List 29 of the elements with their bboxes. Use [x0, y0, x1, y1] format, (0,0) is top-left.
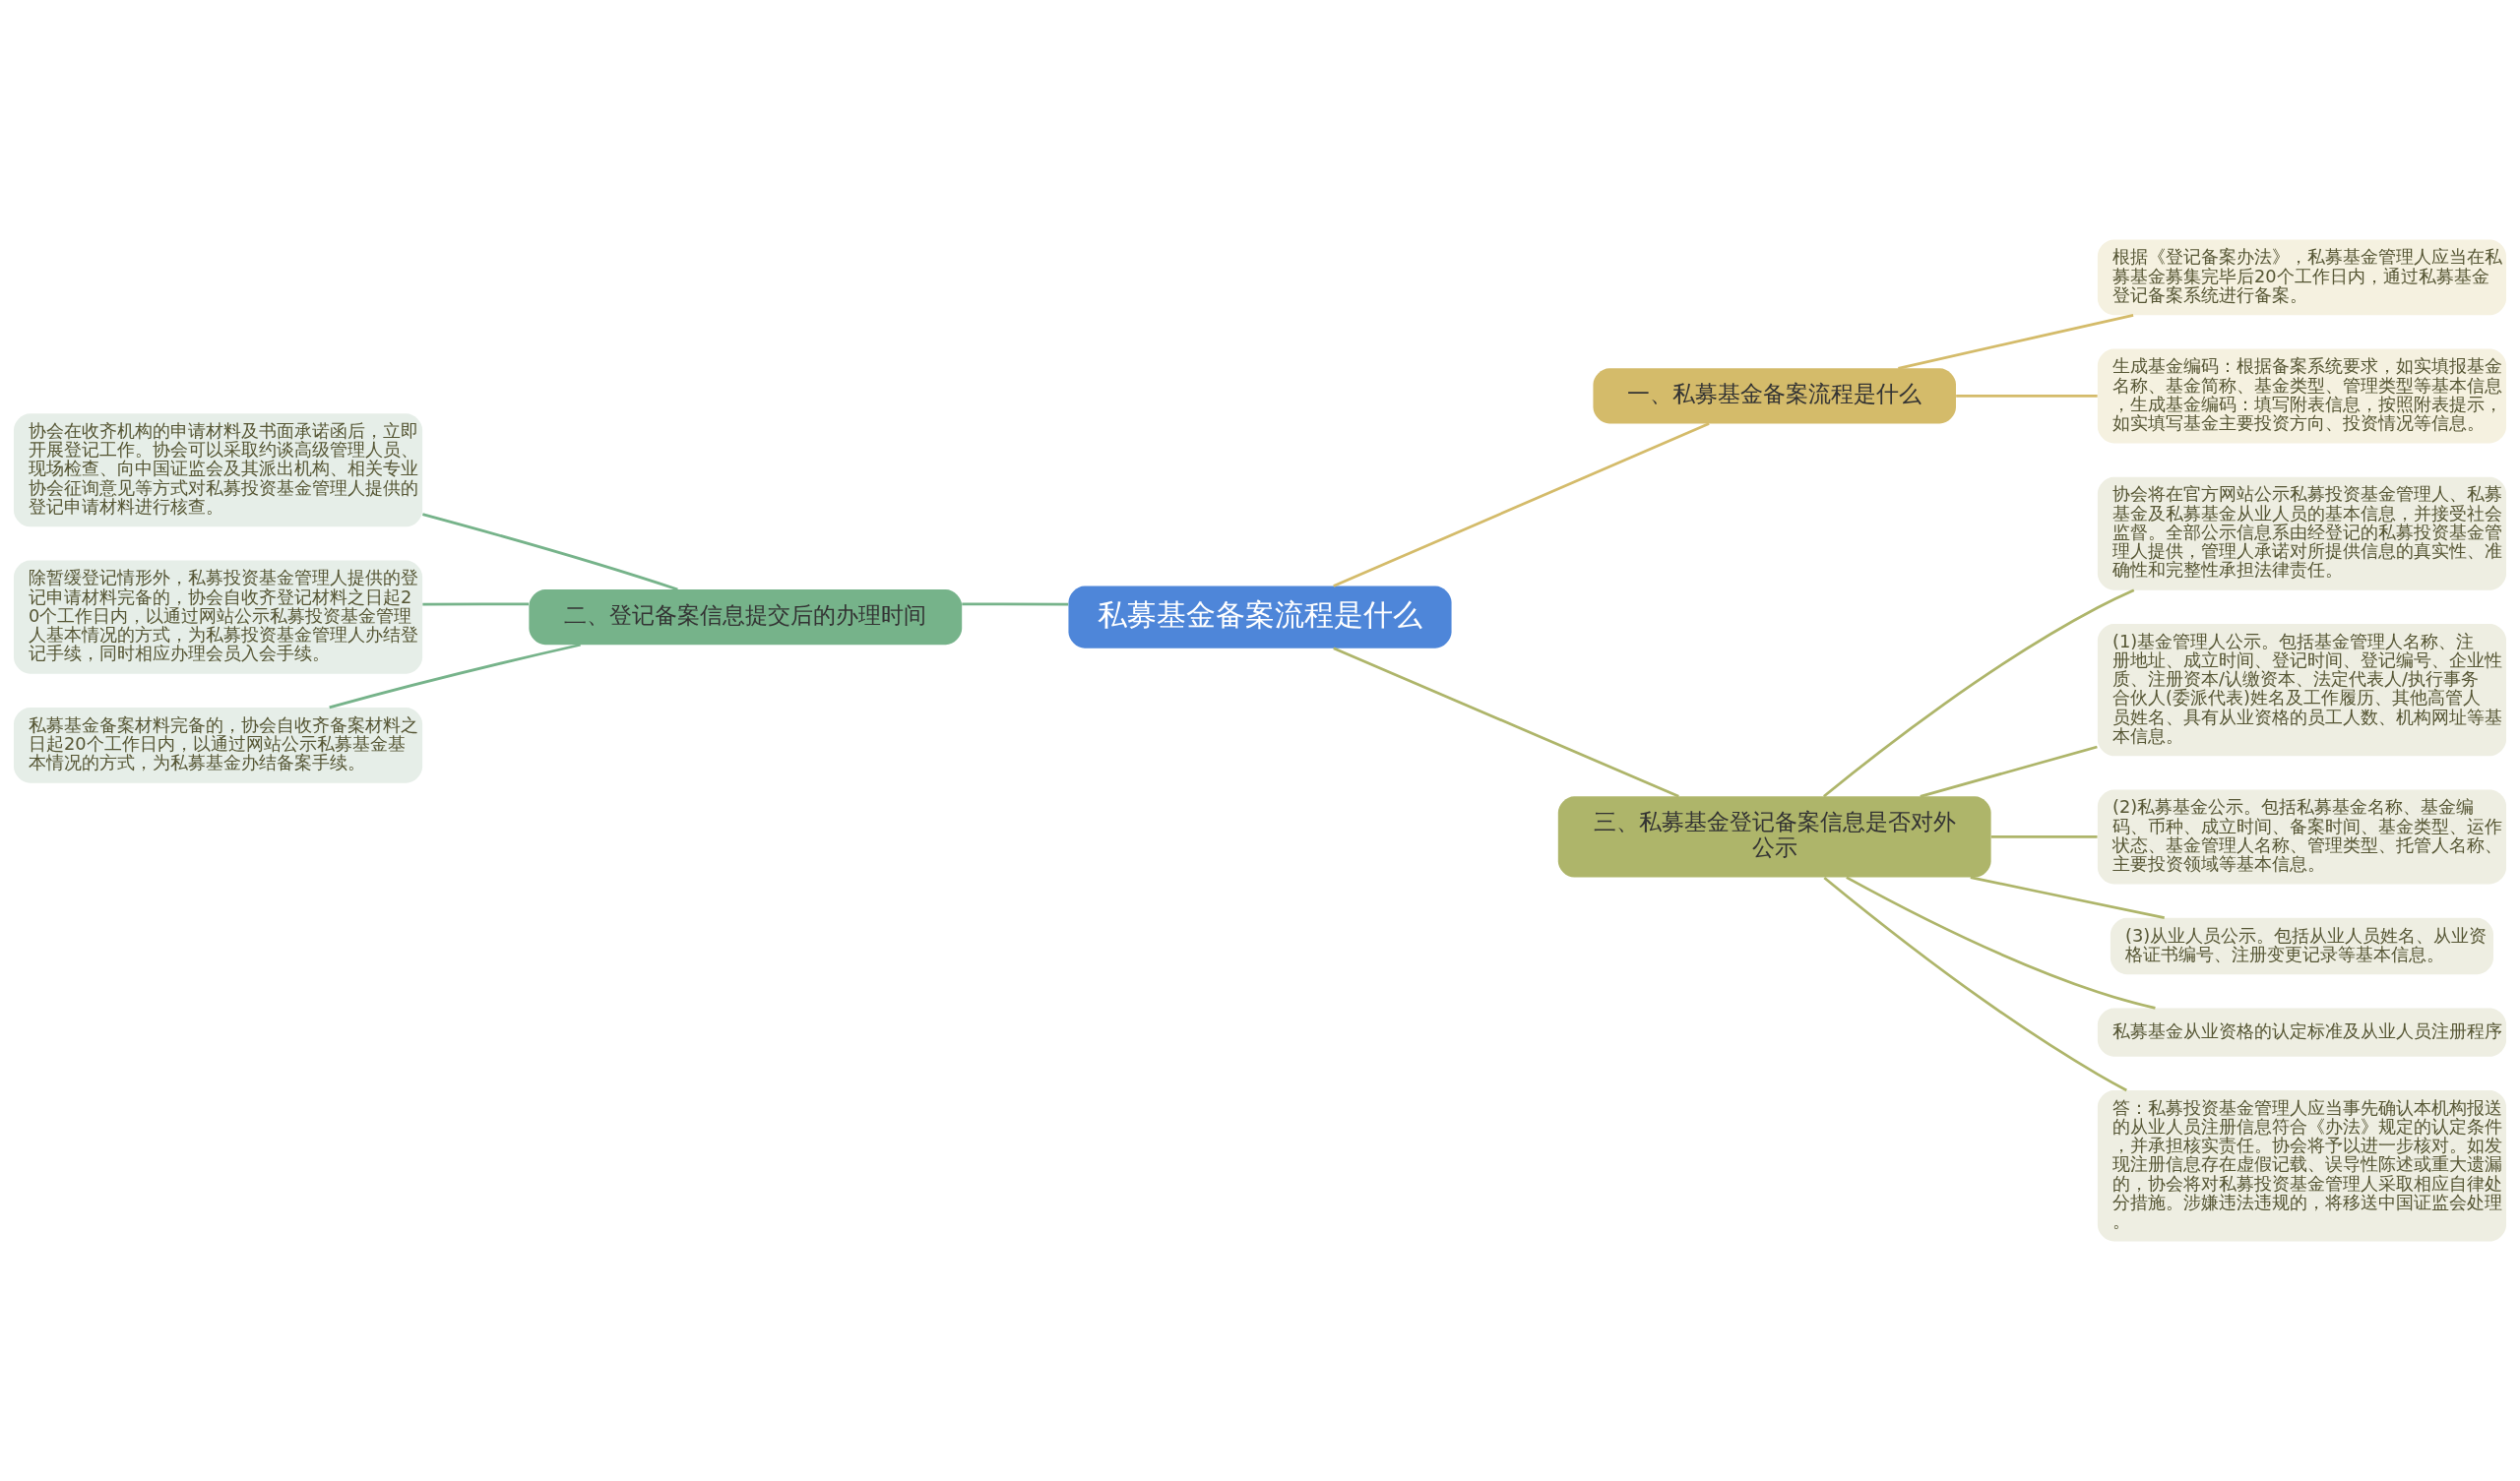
connector: [1920, 745, 2098, 798]
connector: [1956, 395, 2098, 398]
node-box: 除暂缓登记情形外，私募投资基金管理人提供的登记申请材料完备的，协会自收齐登记材料之日起20个工作日内，以通过网站公示私募投资基金管理人基本情况的方式，为私募投资基金管理人办结登记手续，同时相应办理会员入会手续。: [13, 560, 423, 674]
connector: [962, 602, 1069, 606]
node-box: 三、私募基金登记备案信息是否对外公示: [1557, 796, 1991, 878]
connector: [1898, 313, 2134, 370]
connector: [1333, 647, 1679, 798]
node-box: 生成基金编码：根据备案系统要求，如实填报基金名称、基金简称、基金类型、管理类型等基本信息，生成基金编码：填写附表信息，按照附表提示，如实填写基金主要投资方向、投资情况等信息。: [2097, 348, 2507, 444]
connector: [1990, 835, 2098, 838]
node-box: 一、私募基金备案流程是什么: [1593, 368, 1956, 424]
connector: [1823, 876, 2127, 1092]
connector: [422, 513, 678, 591]
node-box: 私募基金从业资格的认定标准及从业人员注册程序: [2097, 1008, 2507, 1057]
node-box: 私募基金备案流程是什么: [1068, 586, 1452, 648]
connector: [422, 602, 529, 606]
node-box: (3)从业人员公示。包括从业人员姓名、从业资格证书编号、注册变更记录等基本信息。: [2110, 917, 2493, 975]
connector: [329, 643, 581, 710]
node-box: 协会在收齐机构的申请材料及书面承诺函后，立即开展登记工作。协会可以采取约谈高级管理人员、现场检查、向中国证监会及其派出机构、相关专业协会征询意见等方式对私募投资基金管理人提供的登记申请材料进行核查。: [13, 413, 423, 527]
node-box: (1)基金管理人公示。包括基金管理人名称、注册地址、成立时间、登记时间、登记编号、企业性质、注册资本/认缴资本、法定代表人/执行事务合伙人(委派代表)姓名及工作履历、其他高管人员姓名、具有从业资格的员工人数、机构网址等基本信息。: [2097, 624, 2507, 757]
node-box: 答：私募投资基金管理人应当事先确认本机构报送的从业人员注册信息符合《办法》规定的认定条件，并承担核实责任。协会将予以进一步核对。如发现注册信息存在虚假记载、误导性陈述或重大遗漏的，协会将对私募投资基金管理人采取相应自律处分措施。涉嫌违法违规的，将移送中国证监会处理。: [2097, 1090, 2507, 1242]
node-box: 二、登记备案信息提交后的办理时间: [529, 589, 963, 646]
connector: [1846, 876, 2156, 1010]
connector: [1333, 422, 1710, 587]
connector: [1970, 876, 2165, 919]
node-box: (2)私募基金公示。包括私募基金名称、基金编码、币种、成立时间、备案时间、基金类型、运作状态、基金管理人名称、管理类型、托管人名称、主要投资领域等基本信息。: [2097, 789, 2507, 885]
connector: [1822, 588, 2135, 798]
node-box: 协会将在官方网站公示私募投资基金管理人、私募基金及私募基金从业人员的基本信息，并接受社会监督。全部公示信息系由经登记的私募投资基金管理人提供，管理人承诺对所提供信息的真实性、准确性和完整性承担法律责任。: [2097, 476, 2507, 590]
node-box: 私募基金备案材料完备的，协会自收齐备案材料之日起20个工作日内，以通过网站公示私募基金基本情况的方式，为私募基金办结备案手续。: [13, 707, 423, 783]
node-box: 根据《登记备案办法》，私募基金管理人应当在私募基金募集完毕后20个工作日内，通过私募基金登记备案系统进行备案。: [2097, 239, 2507, 316]
